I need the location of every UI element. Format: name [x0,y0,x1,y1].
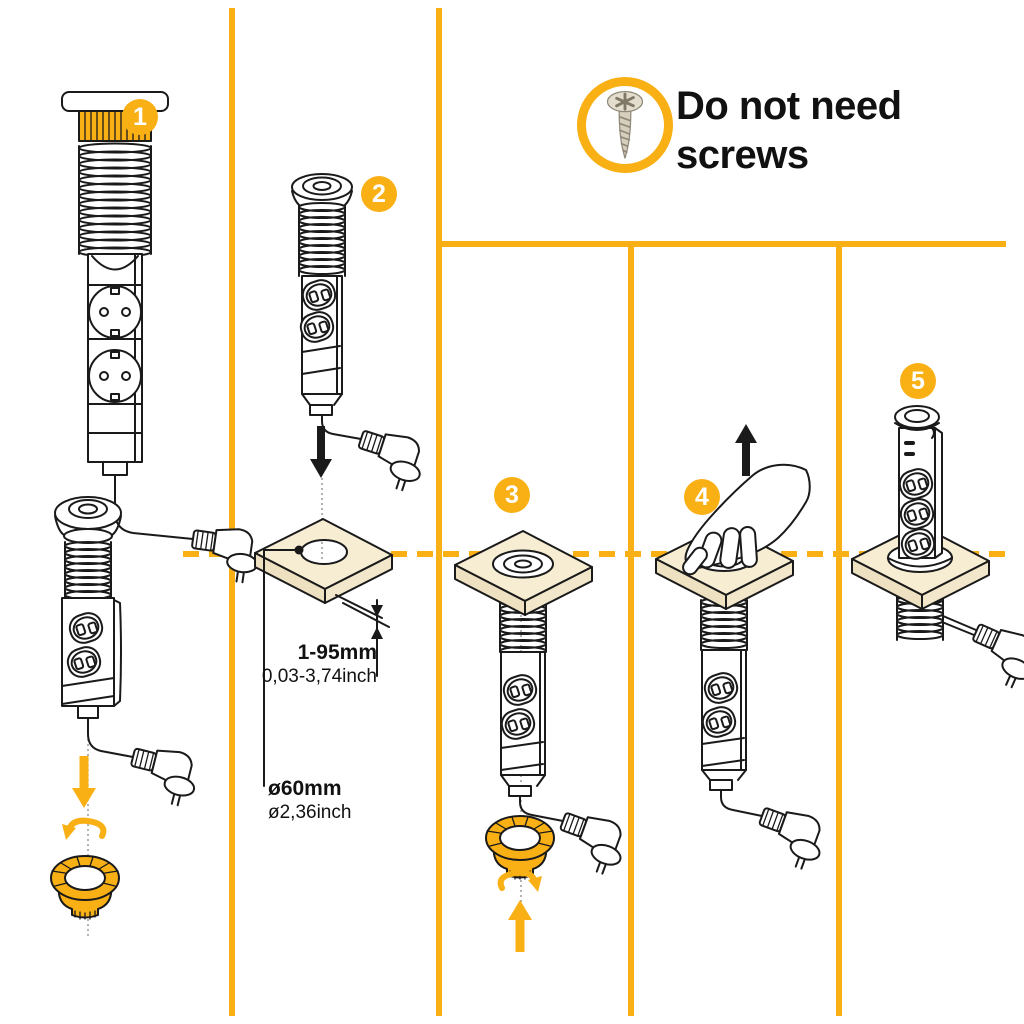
screw-icon [606,91,644,159]
step-3-badge: 3 [494,477,530,513]
divider-step4-step5 [836,241,842,1016]
step-2-badge: 2 [361,176,397,212]
divider-column-2 [436,8,442,1016]
step-1-badge: 1 [122,99,158,135]
tighten-up-arrow [508,900,532,952]
divider-step3-step4 [628,241,634,1016]
divider-horizontal-right [436,241,1006,247]
no-screws-note: Do not need screws [676,84,902,177]
hole-diameter-dimension: ø60mm ø2,36inch [268,777,351,824]
no-screws-icon-circle [577,77,673,173]
insert-down-arrow [72,756,96,808]
divider-column-1 [229,8,235,1016]
insert-down-arrow-black [310,426,332,478]
step-5-badge: 5 [900,363,936,399]
panel-thickness-dimension: 1-95mm 0,03-3,74inch [230,641,377,688]
hole-diameter-imperial: ø2,36inch [268,802,352,823]
illustration-step2-insert-through-hole [254,173,431,787]
panel-thickness-imperial: 0,03-3,74inch [261,666,377,687]
illustration-step3-tighten-ring [454,530,633,952]
illustration-step5-raised-socket [851,405,1024,694]
countertop-level-dashed-line [183,551,1006,557]
illustration-step4-pull-up [655,424,832,874]
panel-thickness-metric: 1-95mm [297,641,377,664]
illustration-step1-product [61,91,263,585]
hand-illustration [682,463,811,576]
hole-diameter-metric: ø60mm [268,777,342,800]
pull-up-arrow-black [735,424,757,476]
step-4-badge: 4 [684,479,720,515]
illustration-step1-ring-mounting [50,496,203,938]
